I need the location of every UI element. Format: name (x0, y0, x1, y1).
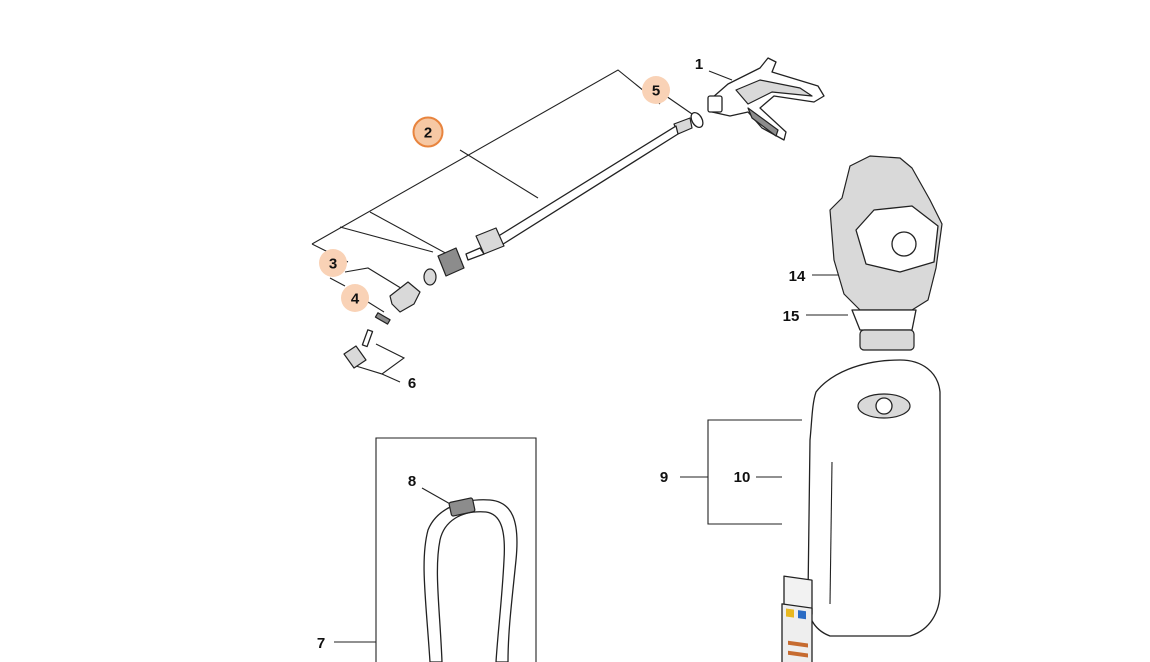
o-ring-drawing (690, 111, 704, 129)
spray-gun-handle-drawing (707, 57, 825, 141)
callout-15[interactable]: 15 (783, 308, 800, 325)
callout-10[interactable]: 10 (734, 469, 751, 486)
hotspot-label-4: 4 (351, 291, 360, 308)
hotspot-label-5: 5 (652, 83, 660, 100)
hotspot-label-2: 2 (424, 125, 432, 142)
callout-14[interactable]: 14 (789, 268, 806, 285)
callout-7[interactable]: 7 (317, 635, 325, 652)
callout-1[interactable]: 1 (695, 56, 703, 73)
warning-labels-drawing (781, 575, 813, 662)
carrying-strap-drawing (423, 497, 518, 662)
nozzle-elbow-drawing (374, 281, 421, 325)
nozzle-set-drawing (343, 329, 374, 369)
hotspot-part-4[interactable]: 4 (341, 284, 369, 312)
warning-triangle-icon (786, 608, 794, 618)
pressure-tank-drawing (807, 359, 941, 637)
callout-9[interactable]: 9 (660, 469, 668, 486)
callout-8[interactable]: 8 (408, 473, 416, 490)
mandatory-sign-icon (798, 610, 806, 620)
pump-head-drawing (829, 155, 943, 351)
callout-6[interactable]: 6 (408, 375, 416, 392)
hotspot-part-5[interactable]: 5 (642, 76, 670, 104)
hotspot-label-3: 3 (329, 256, 337, 273)
hotspot-part-3[interactable]: 3 (319, 249, 347, 277)
leader-lines (311, 69, 848, 662)
hotspot-part-2-selected[interactable]: 2 (412, 116, 444, 148)
spray-wand-drawing (423, 117, 693, 286)
